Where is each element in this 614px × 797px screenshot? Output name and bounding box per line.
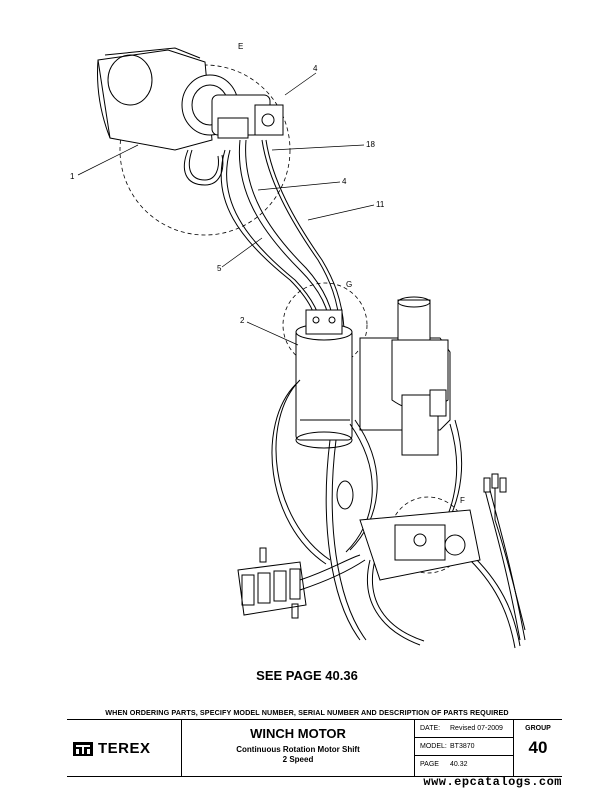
callout-g: G xyxy=(346,280,353,289)
subtitle-line-1: Continuous Rotation Motor Shift xyxy=(236,745,360,754)
model-label: MODEL: xyxy=(420,743,447,750)
page-title: WINCH MOTOR xyxy=(250,726,346,741)
subtitle-line-2: 2 Speed xyxy=(282,755,314,764)
callout-11: 11 xyxy=(376,200,385,209)
see-page-reference: SEE PAGE 40.36 xyxy=(256,668,358,683)
model-value: BT3870 xyxy=(450,743,475,750)
callout-5: 5 xyxy=(217,264,222,273)
group-label: GROUP xyxy=(525,725,551,732)
watermark-url: www.epcatalogs.com xyxy=(423,775,562,789)
callout-f: F xyxy=(460,496,465,505)
title-block: TEREX WINCH MOTOR Continuous Rotation Mo… xyxy=(67,719,562,777)
callout-1: 1 xyxy=(70,172,75,181)
title-cell: WINCH MOTOR Continuous Rotation Motor Sh… xyxy=(182,720,415,776)
page-row: PAGE 40.32 xyxy=(415,756,514,774)
terex-logo: TEREX xyxy=(73,740,151,757)
callout-4-top: 4 xyxy=(313,64,318,73)
model-row: MODEL:BT3870 xyxy=(415,738,514,756)
group-cell: GROUP 40 xyxy=(514,720,562,776)
date-value: Revised 07-2009 xyxy=(450,725,503,732)
date-label: DATE: xyxy=(420,725,441,732)
ordering-note: WHEN ORDERING PARTS, SPECIFY MODEL NUMBE… xyxy=(105,708,509,717)
page-value: 40.32 xyxy=(450,761,468,768)
info-cell: DATE: Revised 07-2009 MODEL:BT3870 PAGE 40… xyxy=(415,720,514,776)
page-label: PAGE xyxy=(420,761,439,768)
logo-text: TEREX xyxy=(98,740,151,757)
callout-e: E xyxy=(238,42,244,51)
callout-4-mid: 4 xyxy=(342,177,347,186)
date-row: DATE: Revised 07-2009 xyxy=(415,720,514,738)
winch-motor-exploded-drawing xyxy=(77,47,526,649)
callout-18: 18 xyxy=(366,140,375,149)
terex-emblem-icon xyxy=(73,741,93,756)
callout-2: 2 xyxy=(240,316,245,325)
logo-cell: TEREX xyxy=(67,720,182,776)
group-value: 40 xyxy=(528,738,548,757)
